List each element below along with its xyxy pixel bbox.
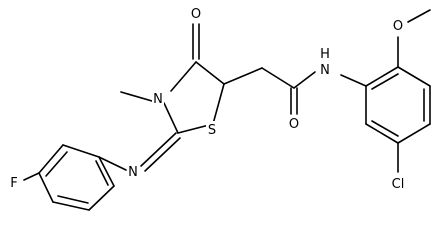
- bond-ch2-co: [261, 67, 295, 89]
- bond-cp-inner-1: [371, 73, 399, 90]
- bond-c4-n3: [170, 61, 197, 92]
- bond-fp-5: [88, 185, 115, 211]
- atom-o-ketone: O: [191, 7, 201, 22]
- bond-fp-1: [62, 144, 100, 158]
- atom-f: F: [10, 176, 17, 191]
- bond-c5-ch2: [223, 67, 263, 85]
- atom-s-ring: S: [208, 123, 216, 138]
- bond-co-nh: [293, 71, 316, 89]
- bond-c-f: [23, 172, 40, 181]
- bonds: [23, 9, 431, 211]
- bond-cp-inner-3: [371, 120, 399, 137]
- bond-o-methyl: [407, 9, 431, 23]
- bond-c2-n3: [163, 102, 179, 134]
- bond-cp-2: [397, 66, 431, 87]
- atom-o-amide: O: [289, 117, 299, 132]
- bond-cp-5: [365, 123, 399, 144]
- bond-n-imine-aryl: [98, 156, 127, 171]
- bond-fp-inner-1: [45, 151, 68, 177]
- bond-n3-methyl: [120, 91, 153, 102]
- bond-fp-3: [38, 172, 54, 203]
- bond-fp-inner-3: [95, 160, 109, 186]
- bond-fp-inner-2: [57, 195, 89, 204]
- bond-cp-1: [365, 66, 399, 87]
- bond-c4-c5: [195, 61, 225, 85]
- bond-cp-4: [397, 123, 431, 144]
- chemical-structure: O N S N F O H N O Cl: [8, 5, 431, 211]
- atom-o-methoxy: O: [393, 19, 403, 34]
- bond-nh-aryl: [340, 74, 367, 87]
- atom-cl: Cl: [392, 177, 405, 192]
- atom-h-amide: H: [320, 47, 330, 62]
- atom-n-ring: N: [153, 92, 163, 107]
- bond-fp-6: [98, 156, 115, 187]
- bond-c2-n-imine-a: [140, 132, 177, 167]
- bond-c2-n-imine-b: [144, 137, 181, 172]
- bond-c5-s1: [212, 83, 225, 125]
- atom-n-imine: N: [128, 165, 138, 180]
- atom-n-amide: N: [320, 63, 330, 78]
- atom-labels: O N S N F O H N O Cl: [8, 5, 407, 192]
- bond-fp-2: [38, 144, 64, 174]
- bond-fp-4: [52, 201, 90, 211]
